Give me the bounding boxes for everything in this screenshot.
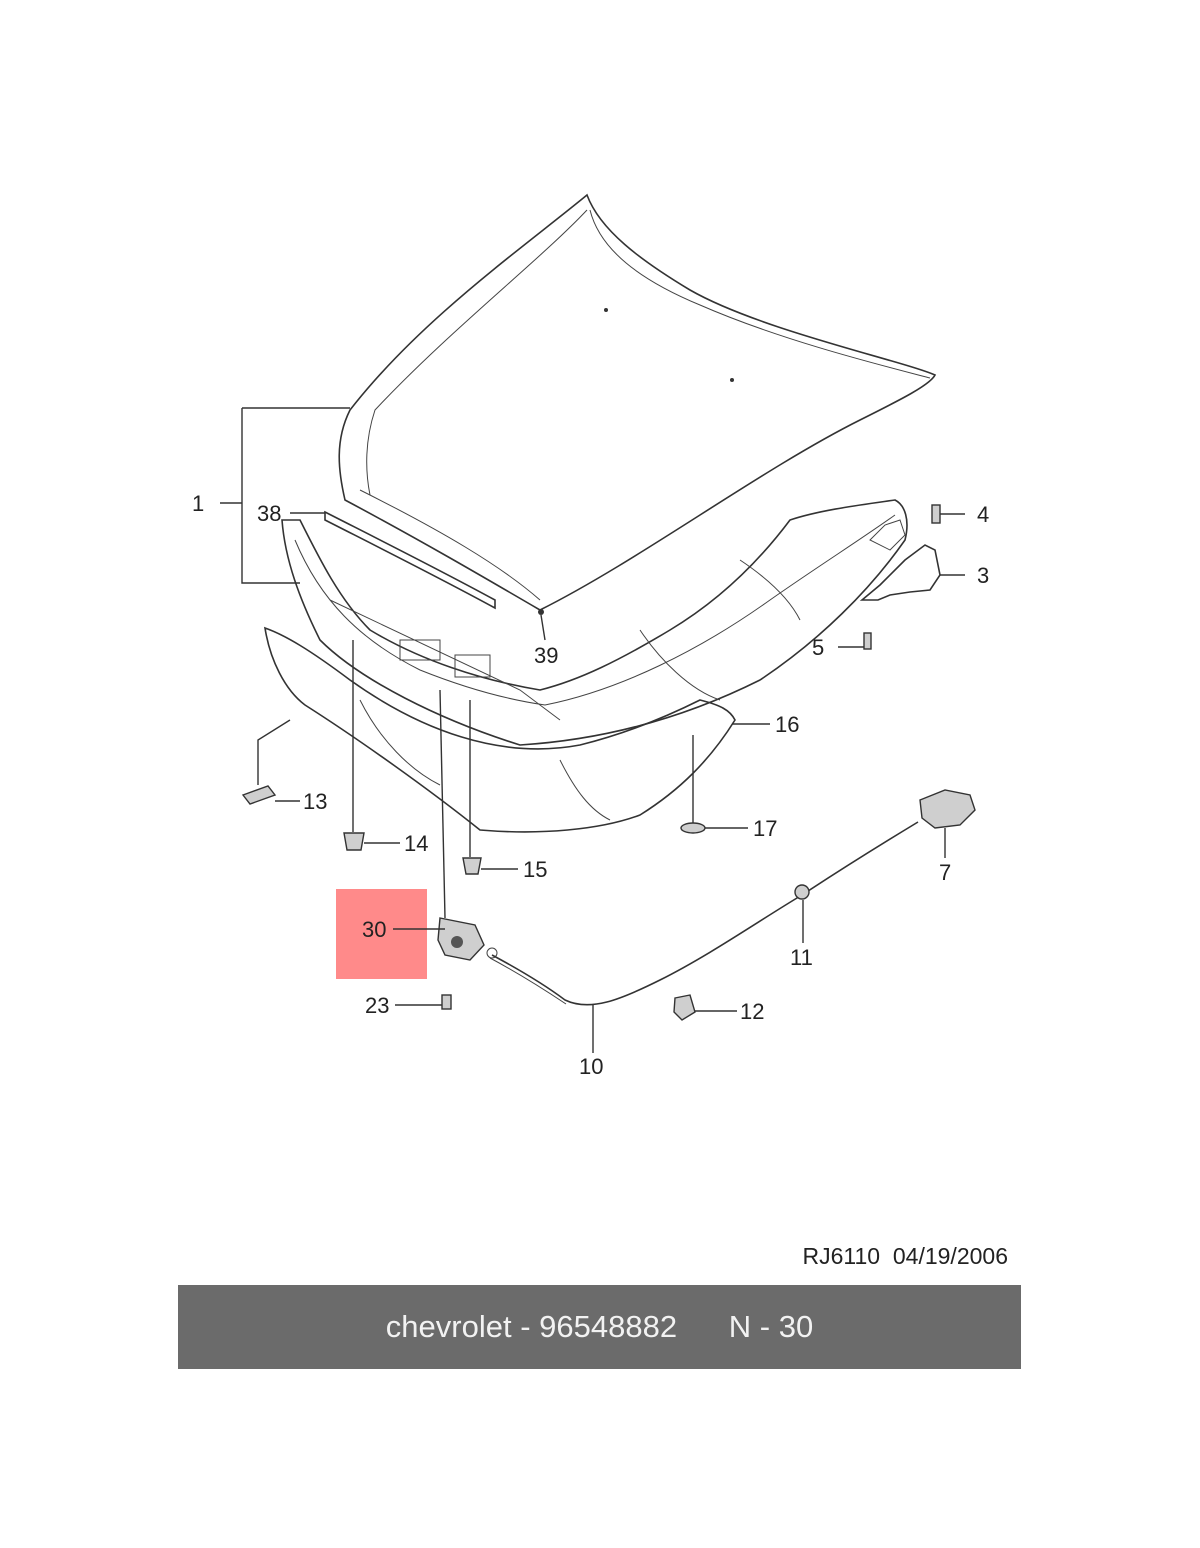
reference-date: 04/19/2006 (892, 1243, 1008, 1269)
hinge-bolt-4 (931, 504, 941, 524)
footer-bar: chevrolet - 96548882 N - 30 (178, 1285, 1021, 1369)
callout-12: 12 (740, 999, 764, 1024)
leader-lines (220, 407, 965, 1053)
hinge-bolt-5 (863, 632, 872, 650)
hood-bumper-14 (343, 832, 365, 851)
callout-38: 38 (257, 501, 281, 526)
footer-part-number: 96548882 (539, 1309, 678, 1344)
hood-hinge (859, 519, 941, 601)
callout-30: 30 (362, 917, 386, 942)
callout-23: 23 (365, 993, 389, 1018)
callout-17: 17 (753, 816, 777, 841)
callout-11: 11 (790, 945, 813, 970)
grommet-17 (680, 822, 706, 834)
callout-7: 7 (939, 860, 951, 885)
hood-inner-frame (281, 499, 908, 746)
hood-bumper-15 (462, 857, 482, 875)
callout-14: 14 (404, 831, 428, 856)
callout-1: 1 (192, 491, 204, 516)
highlight-box-30 (336, 889, 427, 979)
callout-3: 3 (977, 563, 989, 588)
cable-clip-12 (673, 994, 696, 1021)
callout-16: 16 (775, 712, 799, 737)
footer-separator: - (511, 1309, 540, 1344)
release-cable-10 (491, 821, 919, 1006)
callout-10: 10 (579, 1054, 603, 1079)
hood-weatherstrip (324, 510, 496, 610)
footer-gap (677, 1309, 729, 1345)
hood-latch-30 (437, 917, 498, 961)
drawing-reference: RJ6110 04/19/2006 (700, 1243, 1008, 1270)
reference-code: RJ6110 (802, 1243, 881, 1269)
callout-15: 15 (523, 857, 547, 882)
clip-39 (538, 609, 544, 615)
release-handle-7 (919, 789, 976, 829)
hood-insulator-pad (264, 626, 736, 833)
hood-bumper-13 (241, 785, 277, 805)
latch-bolt-23 (441, 994, 452, 1010)
hood-panel (338, 193, 937, 611)
callout-5: 5 (812, 635, 824, 660)
callout-39: 39 (534, 643, 558, 668)
callout-13: 13 (303, 789, 327, 814)
cable-grommet-11 (794, 884, 810, 900)
footer-brand: chevrolet (385, 1309, 512, 1344)
callout-labels: 1 3 4 5 7 10 11 12 13 14 15 16 17 23 30 … (192, 491, 989, 1079)
footer-position-label: N - 30 (728, 1309, 814, 1344)
callout-4: 4 (977, 502, 989, 527)
